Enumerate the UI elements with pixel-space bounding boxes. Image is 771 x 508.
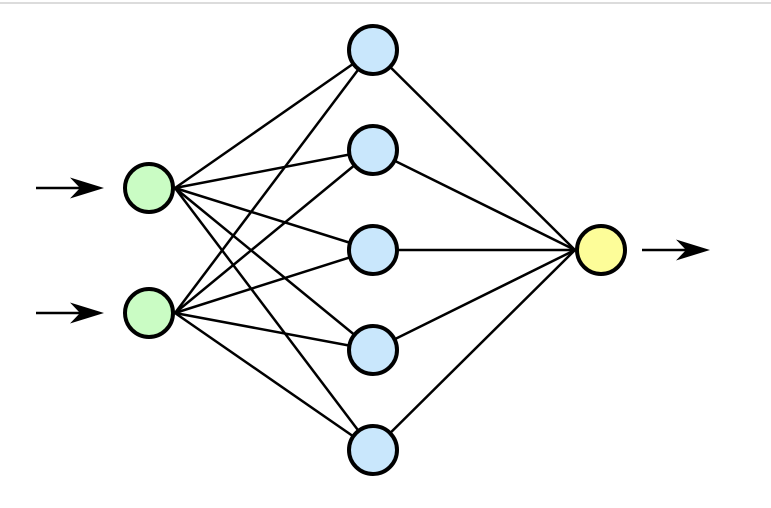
edge-input-1-to-hidden-4 — [174, 187, 374, 351]
edge-input-1-to-hidden-3 — [174, 186, 374, 252]
input-1-node — [123, 162, 175, 214]
input-arrow-1 — [36, 177, 104, 199]
top-border-line — [0, 2, 771, 4]
edge-input-1-to-hidden-5 — [174, 187, 374, 451]
input-arrow-2-head-icon — [70, 302, 104, 324]
edge-input-1-to-hidden-2 — [174, 148, 374, 190]
hidden-5-node — [347, 424, 399, 476]
input-2-node — [123, 287, 175, 339]
output-arrow — [642, 239, 710, 261]
hidden-4-node — [347, 324, 399, 376]
edge-hidden-4-to-output-1 — [372, 248, 576, 352]
edge-hidden-2-to-output-1 — [372, 148, 576, 252]
hidden-1-node — [347, 24, 399, 76]
edge-input-2-to-hidden-3 — [174, 248, 374, 315]
output-1-node — [575, 224, 627, 276]
edge-hidden-5-to-output-1 — [372, 249, 576, 451]
input-arrow-1-head-icon — [70, 177, 104, 199]
edge-input-2-to-hidden-1 — [174, 49, 374, 314]
hidden-2-node — [347, 124, 399, 176]
edge-input-2-to-hidden-5 — [174, 311, 374, 452]
output-arrow-head-icon — [676, 239, 710, 261]
edge-input-1-to-hidden-1 — [174, 48, 374, 190]
edge-input-2-to-hidden-2 — [174, 149, 374, 314]
edge-input-2-to-hidden-4 — [174, 311, 374, 352]
edge-hidden-1-to-output-1 — [372, 49, 576, 251]
hidden-3-node — [347, 224, 399, 276]
input-arrow-2 — [36, 302, 104, 324]
